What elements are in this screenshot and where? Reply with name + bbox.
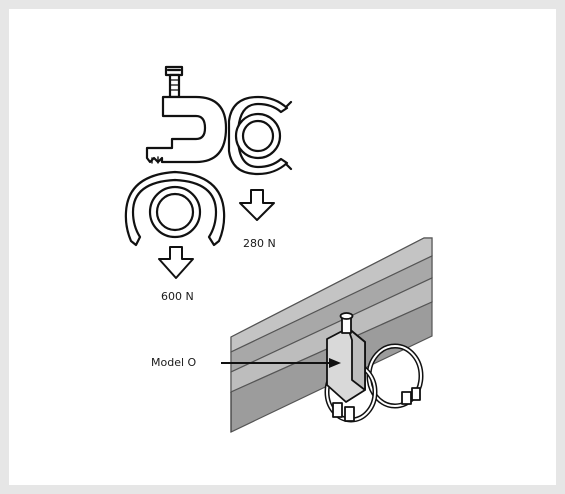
rail-upper-lip [230,237,433,353]
screw-head [164,65,184,99]
arrow-280n [239,189,275,221]
upper-ring-clip [227,95,293,176]
upper-clip-illustration [124,65,293,247]
model-o-leader [221,358,341,368]
lower-ring-clip [124,170,226,247]
model-o-clamp-mounted [324,312,424,423]
load-label-280n: 280 N [243,237,276,250]
c-clamp-body [145,95,228,164]
load-label-600n: 600 N [161,290,194,303]
arrow-600n [158,246,194,279]
model-label: Model O [151,356,197,369]
